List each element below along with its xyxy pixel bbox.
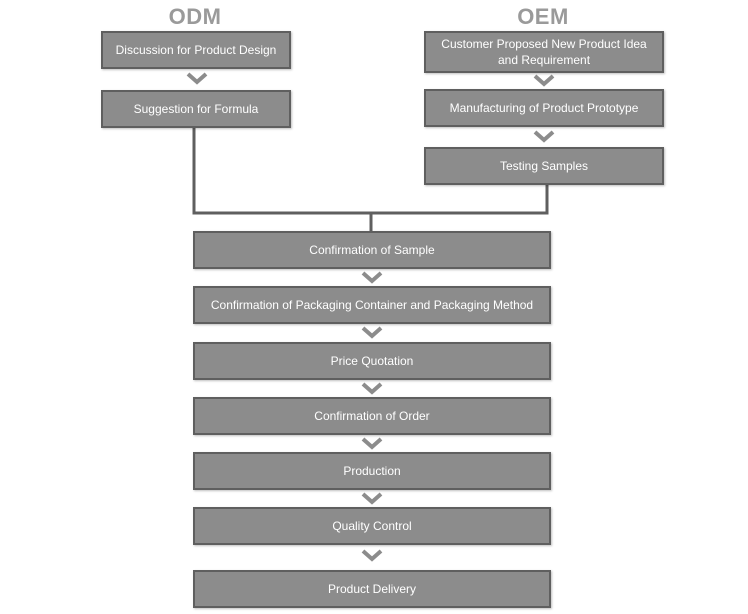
odm-heading: ODM xyxy=(168,4,222,29)
chevron-down-icon xyxy=(533,74,555,87)
chevron-down-icon xyxy=(361,549,383,562)
step-quality-control: Quality Control xyxy=(193,507,551,545)
chevron-down-icon xyxy=(361,437,383,450)
step-confirm-order: Confirmation of Order xyxy=(193,397,551,435)
chevron-down-icon xyxy=(361,271,383,284)
odm-step-formula: Suggestion for Formula xyxy=(101,90,291,128)
step-price-quotation: Price Quotation xyxy=(193,342,551,380)
oem-step-testing: Testing Samples xyxy=(424,147,664,185)
chevron-down-icon xyxy=(361,326,383,339)
odm-step-discussion: Discussion for Product Design xyxy=(101,31,291,69)
step-confirm-sample: Confirmation of Sample xyxy=(193,231,551,269)
step-production: Production xyxy=(193,452,551,490)
step-product-delivery: Product Delivery xyxy=(193,570,551,608)
oem-step-prototype: Manufacturing of Product Prototype xyxy=(424,89,664,127)
oem-heading: OEM xyxy=(517,4,569,29)
chevron-down-icon xyxy=(361,382,383,395)
step-confirm-packaging: Confirmation of Packaging Container and … xyxy=(193,286,551,324)
chevron-down-icon xyxy=(533,130,555,143)
chevron-down-icon xyxy=(186,72,208,85)
chevron-down-icon xyxy=(361,492,383,505)
oem-step-idea: Customer Proposed New Product Idea and R… xyxy=(424,31,664,73)
